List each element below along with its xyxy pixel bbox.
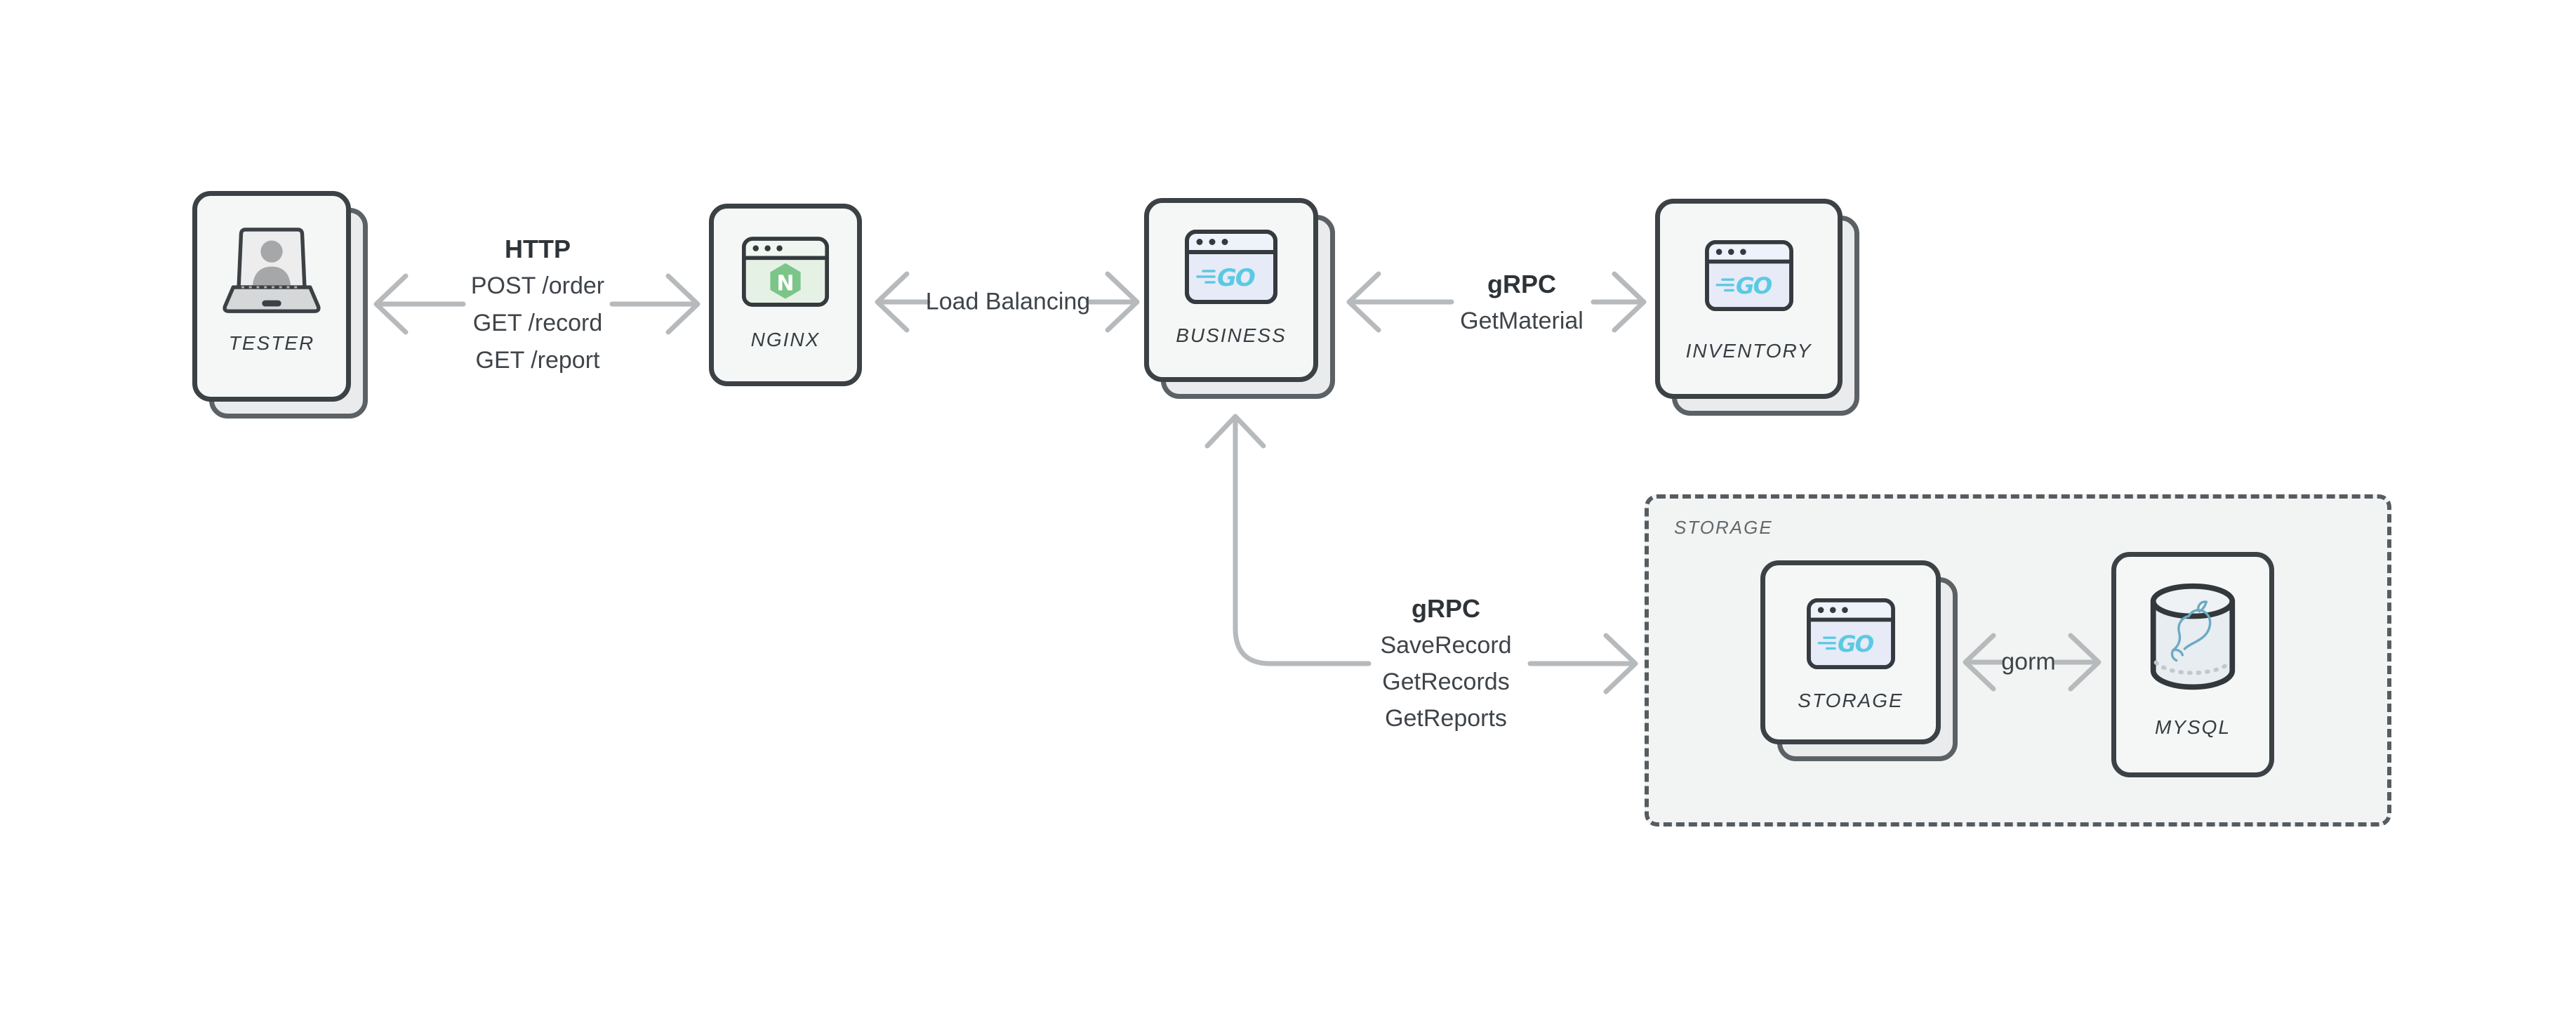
node-card: GO STORAGE (1760, 560, 1941, 744)
node-card: TESTER (192, 191, 351, 402)
edge-label-grpc-storage: gRPC SaveRecord GetRecords GetReports (1380, 594, 1512, 732)
browser-go-icon: GO (1704, 240, 1793, 311)
svg-text:GO: GO (1735, 272, 1772, 299)
svg-text:GO: GO (1837, 631, 1873, 657)
arrow-nginx-business (875, 271, 1140, 333)
node-label: NGINX (750, 329, 821, 350)
browser-nginx-icon: N (742, 237, 829, 307)
node-label: TESTER (228, 332, 315, 354)
node-mysql: MYSQL (2111, 552, 2274, 777)
node-label: STORAGE (1798, 690, 1904, 711)
node-label: INVENTORY (1685, 340, 1812, 362)
node-label: BUSINESS (1176, 324, 1287, 346)
node-card: MYSQL (2111, 552, 2274, 777)
node-card: GO INVENTORY (1655, 199, 1843, 399)
node-tester: TESTER (192, 191, 368, 419)
laptop-user-icon (223, 228, 321, 313)
nginx-hexagon-logo: N (770, 263, 801, 299)
browser-go-icon: GO (1806, 598, 1895, 669)
edge-label-load-balancing: Load Balancing (925, 288, 1091, 315)
storage-group-label: STORAGE (1674, 517, 1773, 538)
node-card: N NGINX (709, 204, 862, 386)
mysql-dolphin-icon (2170, 600, 2212, 662)
go-logo: GO (1817, 631, 1875, 657)
arrow-business-storage (1204, 414, 1638, 694)
node-label: MYSQL (2154, 716, 2231, 738)
edge-label-grpc-getmaterial: gRPC GetMaterial (1460, 270, 1584, 334)
svg-text:GO: GO (1217, 264, 1255, 292)
node-business: GO BUSINESS (1144, 198, 1335, 399)
svg-text:N: N (776, 271, 794, 296)
edge-label-gorm: gorm (2001, 648, 2056, 676)
go-logo: GO (1715, 272, 1773, 299)
node-card: GO BUSINESS (1144, 198, 1318, 382)
database-mysql-icon (2150, 583, 2236, 690)
node-storage-service: GO STORAGE (1760, 560, 1958, 761)
browser-go-icon: GO (1185, 230, 1277, 304)
node-inventory: GO INVENTORY (1655, 199, 1859, 416)
arrow-tester-nginx (373, 273, 701, 335)
arrow-business-inventory (1346, 271, 1647, 333)
node-nginx: N NGINX (709, 204, 862, 386)
go-logo: GO (1196, 264, 1256, 292)
arrow-storage-mysql (1963, 633, 2102, 692)
edge-label-http: HTTP POST /order GET /record GET /report (470, 235, 605, 374)
